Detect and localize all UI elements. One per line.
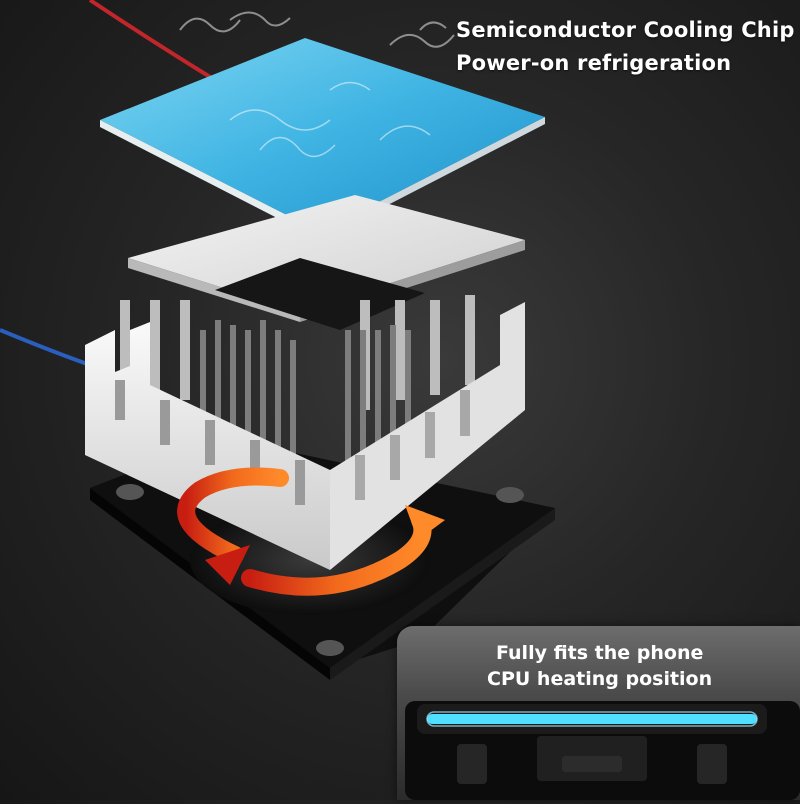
ceramic-plate	[128, 195, 525, 330]
phone-holder-image	[405, 701, 800, 800]
airflow-arrows	[177, 467, 445, 596]
chip-core	[215, 258, 425, 330]
red-wire	[88, 0, 217, 82]
cooling-glow-strip	[427, 714, 757, 724]
phone-fit-inset	[397, 626, 800, 800]
headline-line-1: Semiconductor Cooling Chip	[456, 18, 795, 42]
steam-wisps	[179, 11, 455, 48]
headline: Semiconductor Cooling Chip Power-on refr…	[456, 14, 795, 80]
heatsink	[85, 295, 525, 570]
headline-line-2: Power-on refrigeration	[456, 51, 732, 75]
